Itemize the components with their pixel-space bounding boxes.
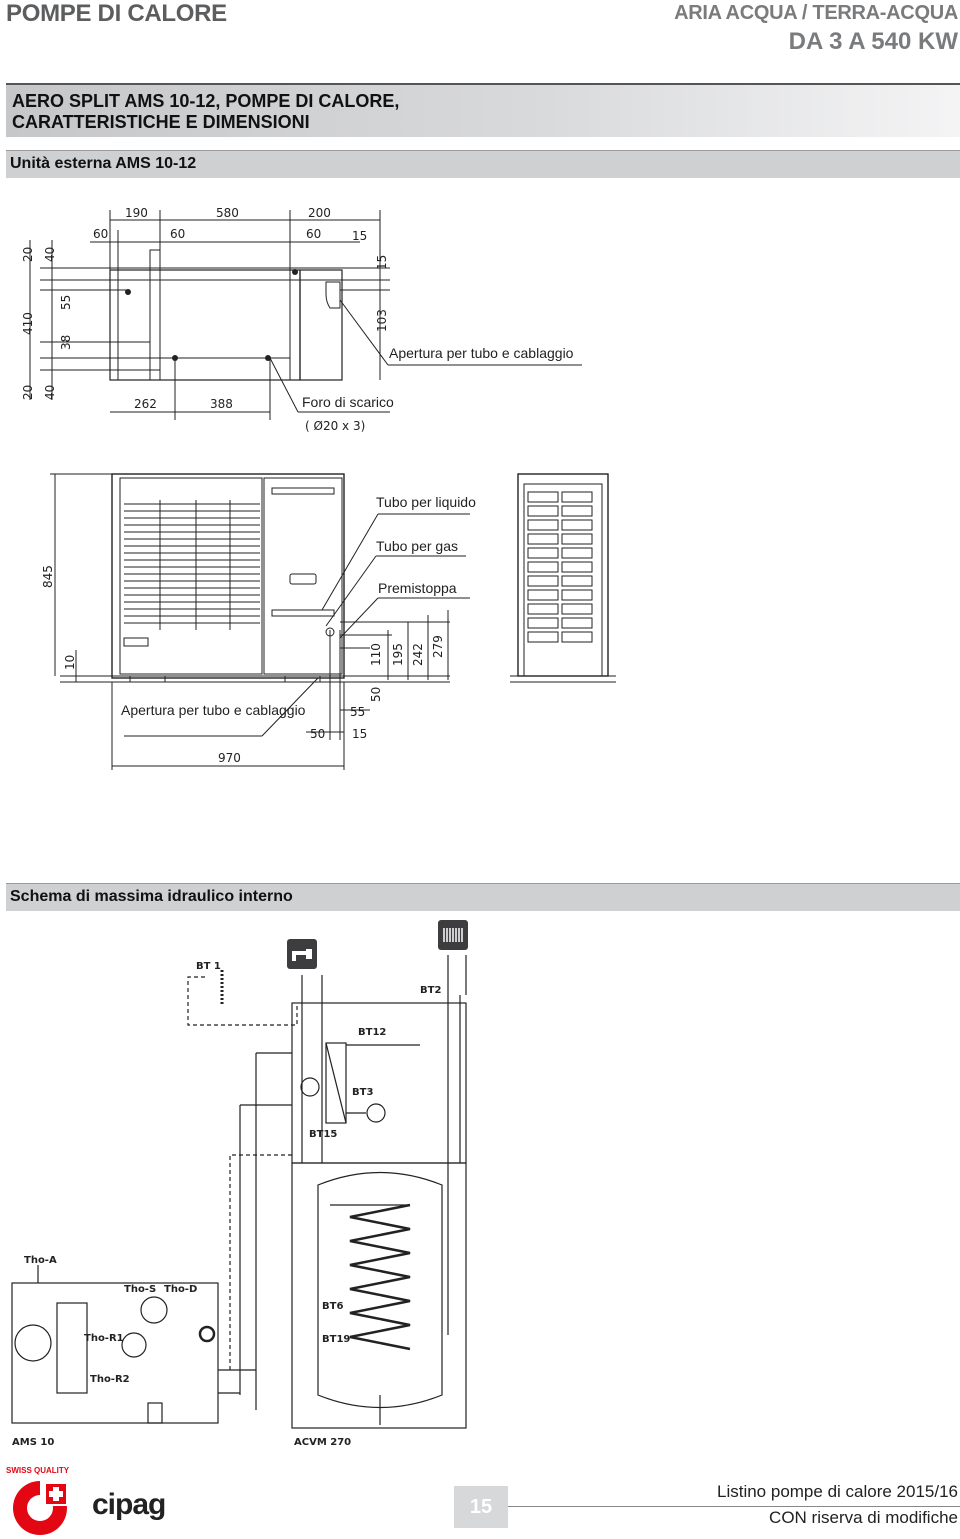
sensor-label: BT2 <box>420 985 441 996</box>
sensor-label: Tho-A <box>24 1255 57 1266</box>
dim-text: 60 <box>170 227 185 241</box>
dim-text: 410 <box>21 312 35 335</box>
dim-text: 60 <box>306 227 321 241</box>
dim-text: 279 <box>431 635 445 658</box>
footer-catalog-title: Listino pompe di calore 2015/16 <box>717 1482 958 1501</box>
label-cable-opening-front: Apertura per tubo e cablaggio <box>121 702 306 718</box>
document-category: POMPE DI CALORE <box>6 0 227 27</box>
dim-text: 15 <box>352 727 367 741</box>
cipag-logo-icon <box>13 1480 70 1535</box>
document-power-range: DA 3 A 540 KW <box>788 28 958 55</box>
front-view-drawing: 845 10 110 195 242 279 50 55 50 15 970 <box>41 473 616 770</box>
unit-label-indoor: ACVM 270 <box>294 1437 351 1448</box>
dim-text: 40 <box>43 385 57 400</box>
page-title-bar: AERO SPLIT AMS 10-12, POMPE DI CALORE, C… <box>6 83 960 137</box>
section-header-outdoor-unit: Unità esterna AMS 10-12 <box>6 150 960 178</box>
label-cable-gland: Premistoppa <box>378 580 457 596</box>
brand-name: cipag <box>92 1488 166 1521</box>
sensor-label: BT 1 <box>196 961 221 972</box>
dim-text: 200 <box>308 206 331 220</box>
dim-text: 20 <box>21 247 35 262</box>
page-number: 15 <box>469 1496 493 1518</box>
dim-text: 845 <box>41 565 55 588</box>
dim-text: 262 <box>134 397 157 411</box>
dim-text: 110 <box>369 643 383 666</box>
dim-text: 15 <box>352 229 367 243</box>
sensor-label: BT15 <box>309 1129 337 1140</box>
footer-divider <box>508 1506 960 1507</box>
dim-text: 10 <box>63 655 77 670</box>
side-grille <box>527 491 593 643</box>
page-number-box: 15 <box>454 1486 508 1528</box>
dim-text: 38 <box>59 335 73 350</box>
dim-text: 388 <box>210 397 233 411</box>
swiss-quality-badge: SWISS QUALITY <box>6 1466 70 1475</box>
unit-label-outdoor: AMS 10 <box>12 1437 54 1448</box>
dim-text: 580 <box>216 206 239 220</box>
section-header-hydraulic-schema: Schema di massima idraulico interno <box>6 883 960 911</box>
radiator-icon <box>438 920 468 950</box>
tap-icon <box>287 939 317 969</box>
label-liquid-pipe: Tubo per liquido <box>376 494 476 510</box>
dim-text: 50 <box>369 687 383 702</box>
drain-size: ( Ø20 x 3) <box>305 419 365 433</box>
sensor-label: Tho-R1 <box>84 1333 124 1344</box>
dim-text: 190 <box>125 206 148 220</box>
dim-text: 40 <box>43 247 57 262</box>
dim-text: 60 <box>93 227 108 241</box>
top-view-drawing: 190 580 200 60 60 60 15 20 40 55 410 38 … <box>21 206 582 433</box>
section-title: Unità esterna AMS 10-12 <box>10 155 197 172</box>
document-subcategory: ARIA ACQUA / TERRA-ACQUA <box>674 2 958 24</box>
sensor-label: BT3 <box>352 1087 373 1098</box>
dim-text: 15 <box>375 255 389 270</box>
label-cable-opening-top: Apertura per tubo e cablaggio <box>389 345 574 361</box>
dim-text: 50 <box>310 727 325 741</box>
sensor-label: Tho-S <box>124 1284 156 1295</box>
dim-text: 195 <box>391 643 405 666</box>
dim-text: 103 <box>375 309 389 332</box>
label-drain-hole: Foro di scarico <box>302 394 394 410</box>
dim-text: 55 <box>350 705 365 719</box>
label-gas-pipe: Tubo per gas <box>376 538 458 554</box>
page-title-line2: CARATTERISTICHE E DIMENSIONI <box>12 112 310 132</box>
dim-text: 970 <box>218 751 241 765</box>
sensor-label: Tho-R2 <box>90 1374 130 1385</box>
dim-text: 55 <box>59 295 73 310</box>
fan-grille <box>124 500 260 630</box>
sensor-label: Tho-D <box>164 1284 197 1295</box>
dim-text: 242 <box>411 643 425 666</box>
section-title: Schema di massima idraulico interno <box>10 888 293 905</box>
sensor-label: BT12 <box>358 1027 386 1038</box>
footer-disclaimer: CON riserva di modifiche <box>769 1508 958 1527</box>
hydraulic-schema: BT 1 BT2 BT12 BT3 BT15 BT6 BT19 Tho-A Th… <box>11 920 468 1448</box>
sensor-label: BT6 <box>322 1301 343 1312</box>
sensor-label: BT19 <box>322 1334 350 1345</box>
page-title-line1: AERO SPLIT AMS 10-12, POMPE DI CALORE, <box>12 91 400 111</box>
dim-text: 20 <box>21 385 35 400</box>
page-title: AERO SPLIT AMS 10-12, POMPE DI CALORE, C… <box>12 91 399 133</box>
